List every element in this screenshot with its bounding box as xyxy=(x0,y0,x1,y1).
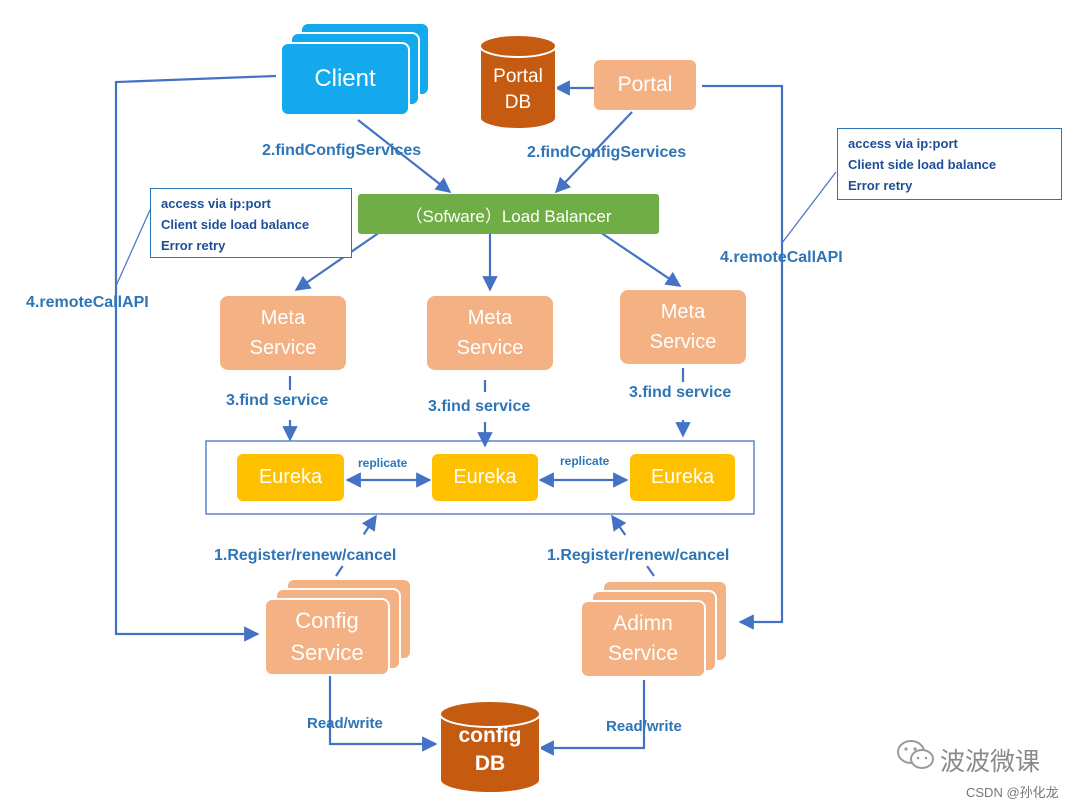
config-service-node: Config Service xyxy=(264,598,390,676)
config-service-line1: Config xyxy=(295,608,359,633)
note-right-line1: access via ip:port xyxy=(848,136,958,151)
meta-service-right: Meta Service xyxy=(620,290,746,364)
config-service-line2: Service xyxy=(290,640,364,665)
find-service-center-label: 3.find service xyxy=(428,398,531,415)
find-config-services-left-label: 2.findConfigServices xyxy=(262,142,422,159)
note-right-line2: Client side load balance xyxy=(848,157,997,172)
find-service-right-label: 3.find service xyxy=(629,384,732,401)
portal-db-label-line1: Portal xyxy=(493,66,543,87)
load-balancer-node: （Sofware）Load Balancer xyxy=(358,194,659,234)
admin-read-write-arrow xyxy=(538,680,646,756)
find-service-left-label: 3.find service xyxy=(226,392,329,409)
read-write-left-label: Read/write xyxy=(307,715,383,732)
note-right-line3: Error retry xyxy=(848,178,913,193)
admin-service-line1: Adimn xyxy=(613,612,673,635)
portal-db-cylinder xyxy=(479,34,557,130)
client-to-lb-arrow xyxy=(357,119,452,193)
client-side-note-right: access via ip:port Client side load bala… xyxy=(837,128,1062,200)
meta-center-line2: Service xyxy=(456,337,524,359)
remote-call-right-connector xyxy=(702,84,784,630)
portal-to-lb-arrow xyxy=(554,111,633,194)
meta-left-line1: Meta xyxy=(260,307,306,329)
meta-right-line2: Service xyxy=(649,331,717,353)
load-balancer-label: （Sofware）Load Balancer xyxy=(405,206,612,226)
portal-node: Portal xyxy=(594,60,696,110)
register-right-label: 1.Register/renew/cancel xyxy=(547,547,730,564)
client-label: Client xyxy=(314,65,376,92)
note-left-line3: Error retry xyxy=(161,238,226,253)
read-write-right-label: Read/write xyxy=(606,718,682,735)
config-db-label: config DB xyxy=(440,722,540,778)
eureka-left-label: Eureka xyxy=(258,466,323,488)
portal-db-label: Portal DB xyxy=(480,64,556,116)
watermark-brand: 波波微课 xyxy=(940,747,1041,776)
remote-call-left-label: 4.remoteCallAPI xyxy=(26,294,149,311)
config-register-arrow xyxy=(335,514,377,577)
eureka-node-left: Eureka xyxy=(237,454,344,501)
meta-service-center: Meta Service xyxy=(427,296,553,370)
replicate-right-label: replicate xyxy=(560,454,610,468)
portal-db-label-line2: DB xyxy=(504,92,532,113)
portal-label: Portal xyxy=(617,73,673,96)
admin-service-node: Adimn Service xyxy=(580,600,706,678)
remote-call-right-label: 4.remoteCallAPI xyxy=(720,249,843,266)
client-node: Client xyxy=(280,42,410,116)
register-left-label: 1.Register/renew/cancel xyxy=(214,547,397,564)
watermark-credit: CSDN @孙化龙 xyxy=(966,785,1059,800)
meta-left-line2: Service xyxy=(249,337,317,359)
eureka-right-label: Eureka xyxy=(650,466,715,488)
eureka-center-label: Eureka xyxy=(453,466,517,488)
eureka-cluster-frame xyxy=(205,440,755,515)
client-side-note-left: access via ip:port Client side load bala… xyxy=(150,188,352,258)
config-db-cylinder xyxy=(439,700,541,794)
eureka-node-right: Eureka xyxy=(630,454,735,501)
replicate-left-label: replicate xyxy=(358,456,408,470)
admin-service-line2: Service xyxy=(607,642,679,665)
config-read-write-arrow xyxy=(328,674,438,752)
meta-service-left: Meta Service xyxy=(220,296,346,370)
lb-to-meta-left-arrow xyxy=(294,231,381,291)
config-db-label-line1: config xyxy=(458,724,522,747)
remote-call-left-connector xyxy=(114,74,277,642)
wechat-logo-icon xyxy=(897,740,934,769)
find-config-services-right-label: 2.findConfigServices xyxy=(527,144,687,161)
note-left-line2: Client side load balance xyxy=(161,217,310,232)
admin-register-arrow xyxy=(611,514,655,577)
eureka-node-center: Eureka xyxy=(432,454,538,501)
config-db-label-line2: DB xyxy=(474,752,506,775)
note-left-line1: access via ip:port xyxy=(161,196,271,211)
meta-center-line1: Meta xyxy=(467,307,513,329)
lb-to-meta-right-arrow xyxy=(599,231,682,287)
meta-right-line1: Meta xyxy=(660,301,706,323)
